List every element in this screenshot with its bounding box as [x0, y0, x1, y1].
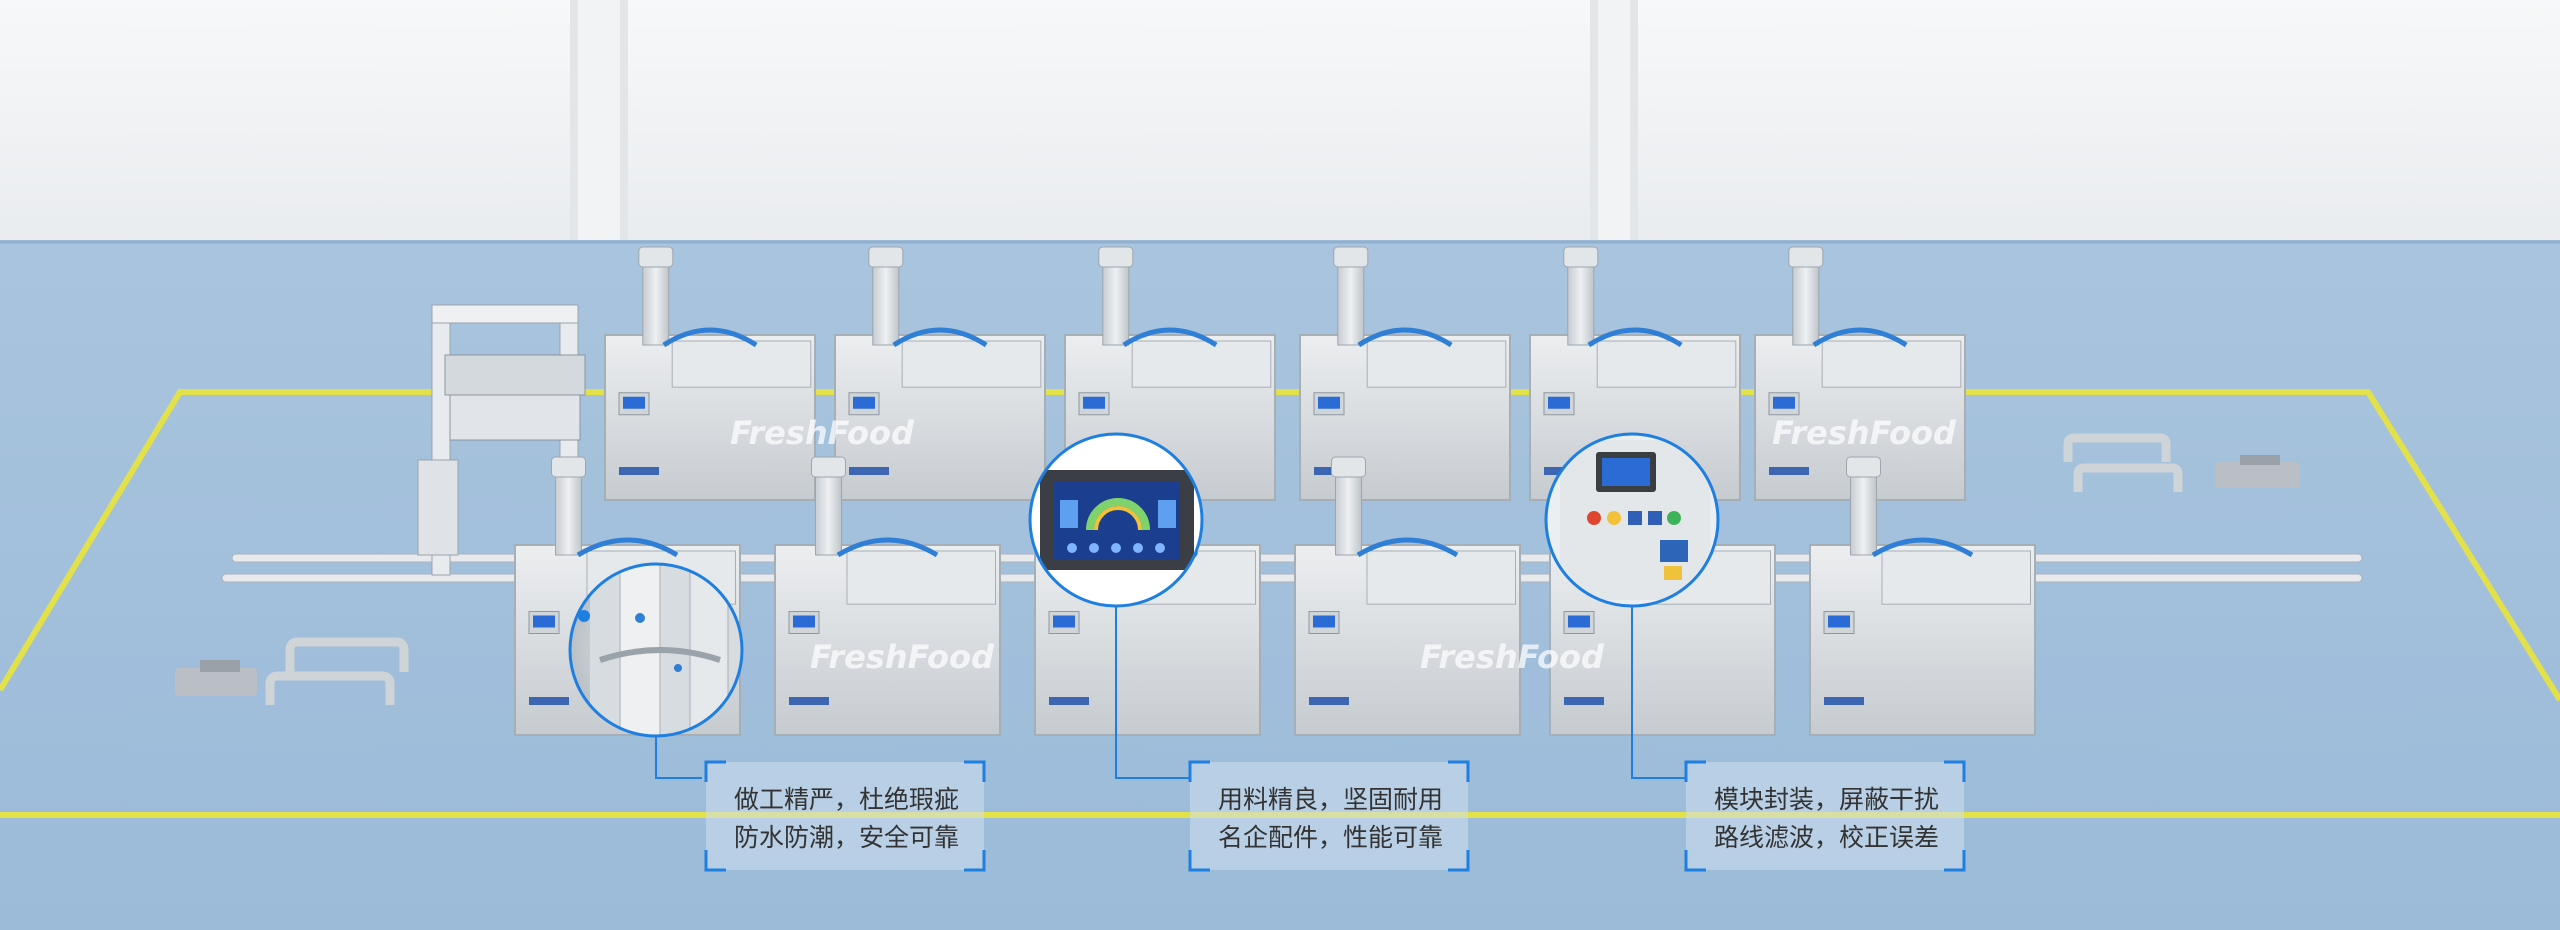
watermark-1: FreshFood: [730, 414, 915, 452]
zoom-detail-pipe: [568, 562, 744, 738]
callout-box-1: 做工精严，杜绝瑕疵 防水防潮，安全可靠: [704, 760, 986, 872]
back-row-machine-2: [834, 246, 1046, 501]
callout-box-3: 模块封装，屏蔽干扰 路线滤波，校正误差: [1684, 760, 1966, 872]
floor-handle-left: [175, 637, 409, 705]
front-row-machine-6: [1809, 456, 2036, 736]
back-row-machines: [604, 246, 1966, 501]
callout-leader-lines: [655, 606, 1686, 779]
gantry-lifter: [417, 304, 586, 576]
zoom-detail-touchscreen: [1028, 432, 1204, 608]
blue-dot-marker: [578, 610, 590, 622]
back-wall: [0, 0, 2560, 245]
front-row-machine-4: [1294, 456, 1521, 736]
watermark-4: FreshFood: [1420, 638, 1605, 676]
gauge-icon: [1086, 498, 1150, 531]
back-row-machine-6: [1754, 246, 1966, 501]
front-row-machine-2: [774, 456, 1001, 736]
wall-pillars: [570, 0, 1638, 255]
watermark-2: FreshFood: [1772, 414, 1957, 452]
yellow-button-icon: [1607, 511, 1621, 525]
watermark-3: FreshFood: [810, 638, 995, 676]
zoom-detail-control-panel: [1544, 432, 1720, 608]
callout-1-line-2: 防水防潮，安全可靠: [734, 823, 959, 852]
floor-handle-right: [2063, 433, 2300, 492]
callout-3-line-1: 模块封装，屏蔽干扰: [1714, 785, 1939, 814]
green-button-icon: [1667, 511, 1681, 525]
callout-1-line-1: 做工精严，杜绝瑕疵: [734, 785, 959, 814]
back-row-machine-1: [604, 246, 816, 501]
red-button-icon: [1587, 511, 1601, 525]
callout-3-line-2: 路线滤波，校正误差: [1714, 823, 1939, 852]
callout-box-2: 用料精良，坚固耐用 名企配件，性能可靠: [1188, 760, 1470, 872]
callout-2-line-1: 用料精良，坚固耐用: [1218, 785, 1443, 814]
callout-2-line-2: 名企配件，性能可靠: [1218, 823, 1443, 852]
